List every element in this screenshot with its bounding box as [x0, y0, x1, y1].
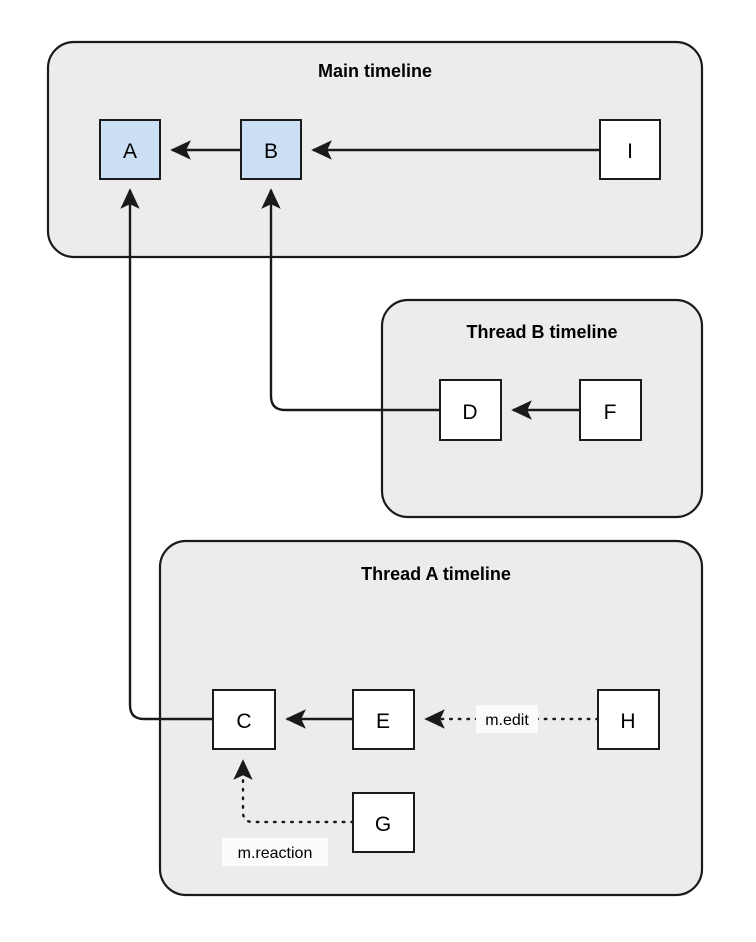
node-G-box[interactable] — [352, 792, 415, 853]
node-G-label: G — [375, 813, 391, 836]
edge-label-m-edit-text: m.edit — [485, 712, 529, 729]
node-E[interactable]: E — [352, 689, 415, 750]
node-F-label: F — [604, 401, 617, 424]
group-main-timeline-title: Main timeline — [318, 61, 432, 81]
edge-label-m-edit-bg — [476, 705, 538, 733]
node-H-label: H — [620, 710, 635, 733]
node-E-box[interactable] — [352, 689, 415, 750]
edge-label-m-reaction: m.reaction — [222, 838, 328, 866]
group-thread-a-timeline-title: Thread A timeline — [361, 564, 511, 584]
node-D-label: D — [462, 401, 477, 424]
node-B[interactable]: B — [240, 119, 302, 180]
node-H-box[interactable] — [597, 689, 660, 750]
edge-d-to-b — [261, 188, 440, 412]
node-A-box[interactable] — [99, 119, 161, 180]
edge-label-m-reaction-text: m.reaction — [238, 845, 313, 862]
node-C-label: C — [236, 710, 251, 733]
node-B-box[interactable] — [240, 119, 302, 180]
node-D[interactable]: D — [439, 379, 502, 441]
node-A-label: A — [123, 140, 137, 163]
node-F-box[interactable] — [579, 379, 642, 441]
node-E-label: E — [376, 710, 390, 733]
node-I-box[interactable] — [599, 119, 661, 180]
edge-label-m-edit: m.edit — [476, 705, 538, 733]
node-G[interactable]: G — [352, 792, 415, 853]
node-I[interactable]: I — [599, 119, 661, 180]
node-H[interactable]: H — [597, 689, 660, 750]
group-thread-b-timeline: Thread B timeline — [380, 298, 704, 519]
edge-label-m-reaction-bg — [222, 838, 328, 866]
edge-c-to-a — [120, 188, 213, 721]
node-F[interactable]: F — [579, 379, 642, 441]
node-D-box[interactable] — [439, 379, 502, 441]
group-thread-b-timeline-box — [380, 298, 704, 519]
node-A[interactable]: A — [99, 119, 161, 180]
group-thread-b-timeline-title: Thread B timeline — [466, 322, 617, 342]
node-I-label: I — [627, 140, 633, 163]
node-B-label: B — [264, 140, 278, 163]
node-C[interactable]: C — [212, 689, 276, 750]
node-C-box[interactable] — [212, 689, 276, 750]
